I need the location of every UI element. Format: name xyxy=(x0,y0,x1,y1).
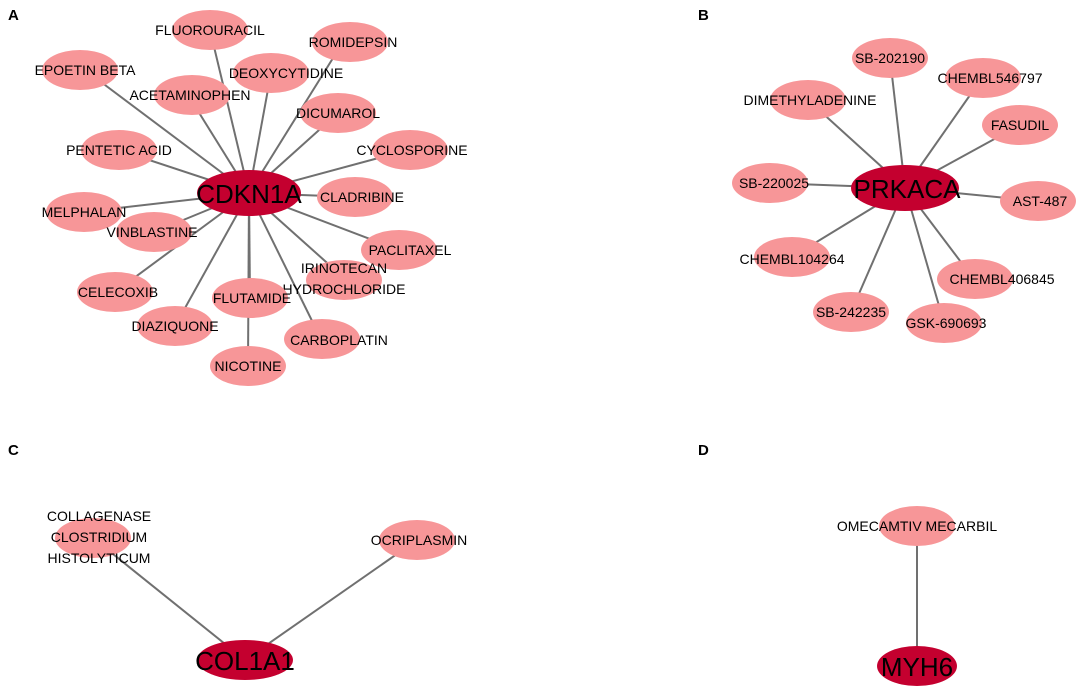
node-label-chembl546797: CHEMBL546797 xyxy=(937,70,1042,86)
node-label-deoxycytidine: DEOXYCYTIDINE xyxy=(229,65,343,81)
node-fluorouracil xyxy=(172,10,248,50)
node-label-chembl104264: CHEMBL104264 xyxy=(739,251,844,267)
panel-c-edges xyxy=(92,537,418,661)
node-label-irinotecan-line1: IRINOTECAN xyxy=(301,260,387,276)
node-label-sb220025: SB-220025 xyxy=(739,175,809,191)
node-label-sb242235: SB-242235 xyxy=(816,304,886,320)
edge-a-fluorouracil xyxy=(209,29,250,194)
hub-node-cdkn1a xyxy=(197,170,301,216)
node-label-melphalan: MELPHALAN xyxy=(42,204,127,220)
panel-d-nodes: OMECAMTIV MECARBIL MYH6 xyxy=(837,506,997,686)
node-label-diaziquone: DIAZIQUONE xyxy=(131,318,218,334)
panel-b: B SB-202190 CHEMBL546797 DIMETHYLADENINE… xyxy=(698,7,1076,343)
hub-label-col1a1: COL1A1 xyxy=(195,646,295,676)
node-carboplatin xyxy=(284,319,360,359)
node-dimethyladenine xyxy=(770,80,846,120)
node-label-romidepsin: ROMIDEPSIN xyxy=(309,34,398,50)
node-paclitaxel xyxy=(361,230,437,270)
edge-c-collagenase xyxy=(92,537,246,661)
node-romidepsin xyxy=(312,22,388,62)
node-omecamtiv xyxy=(879,506,955,546)
node-dicumarol xyxy=(300,93,376,133)
node-label-chembl406845: CHEMBL406845 xyxy=(949,271,1054,287)
node-label-vinblastine: VINBLASTINE xyxy=(106,224,197,240)
node-label-omecamtiv: OMECAMTIV MECARBIL xyxy=(837,518,997,534)
edge-a-romidepsin xyxy=(248,41,344,194)
node-label-ast487: AST-487 xyxy=(1013,193,1068,209)
panel-label-a: A xyxy=(8,7,19,24)
hub-label-cdkn1a: CDKN1A xyxy=(196,179,302,209)
node-pentetic-acid xyxy=(81,130,157,170)
panel-a-nodes: FLUOROURACIL ROMIDEPSIN EPOETIN BETA DEO… xyxy=(35,10,468,386)
panel-a: A FLUOROURACIL ROMIDEPSIN xyxy=(8,7,468,386)
node-acetaminophen xyxy=(154,75,230,115)
edge-a-epoetin-beta xyxy=(84,69,250,194)
node-label-collagenase-line3: HISTOLYTICUM xyxy=(48,550,151,566)
node-label-fluorouracil: FLUOROURACIL xyxy=(155,22,265,38)
node-label-ocriplasmin: OCRIPLASMIN xyxy=(371,532,467,548)
node-diaziquone xyxy=(137,306,213,346)
panel-label-c: C xyxy=(8,442,19,459)
node-irinotecan xyxy=(306,260,382,300)
panel-label-d: D xyxy=(698,442,709,459)
node-label-pentetic-acid: PENTETIC ACID xyxy=(66,142,172,158)
node-epoetin-beta xyxy=(42,50,118,90)
node-label-carboplatin: CARBOPLATIN xyxy=(290,332,388,348)
node-label-dicumarol: DICUMAROL xyxy=(296,105,380,121)
node-label-dimethyladenine: DIMETHYLADENINE xyxy=(743,92,876,108)
node-nicotine xyxy=(210,346,286,386)
node-sb202190 xyxy=(852,38,928,78)
node-chembl406845 xyxy=(937,259,1013,299)
node-flutamide xyxy=(212,278,288,318)
hub-node-myh6 xyxy=(877,646,957,686)
hub-label-myh6: MYH6 xyxy=(881,652,953,682)
node-sb242235 xyxy=(813,292,889,332)
node-label-collagenase-line1: COLLAGENASE xyxy=(47,508,151,524)
node-label-paclitaxel: PACLITAXEL xyxy=(369,242,452,258)
panel-label-b: B xyxy=(698,7,709,24)
node-deoxycytidine xyxy=(233,53,309,93)
node-label-cyclosporine: CYCLOSPORINE xyxy=(356,142,467,158)
panel-c-nodes: COLLAGENASE CLOSTRIDIUM HISTOLYTICUM OCR… xyxy=(47,508,467,680)
edge-a-carboplatin xyxy=(248,192,321,338)
node-celecoxib xyxy=(77,272,153,312)
node-label-fasudil: FASUDIL xyxy=(991,117,1050,133)
node-label-acetaminophen: ACETAMINOPHEN xyxy=(129,87,250,103)
node-label-epoetin-beta: EPOETIN BETA xyxy=(35,62,137,78)
node-label-flutamide: FLUTAMIDE xyxy=(213,290,291,306)
node-ocriplasmin xyxy=(379,520,455,560)
node-label-collagenase-line2: CLOSTRIDIUM xyxy=(51,529,147,545)
hub-label-prkaca: PRKACA xyxy=(854,174,962,204)
panel-d: D OMECAMTIV MECARBIL MYH6 xyxy=(698,442,997,686)
edge-c-ocriplasmin xyxy=(244,539,418,661)
node-gsk690693 xyxy=(906,303,982,343)
hub-node-prkaca xyxy=(851,165,959,211)
node-label-sb202190: SB-202190 xyxy=(855,50,925,66)
panel-b-nodes: SB-202190 CHEMBL546797 DIMETHYLADENINE F… xyxy=(732,38,1076,343)
node-cladribine xyxy=(317,177,393,217)
node-chembl104264 xyxy=(754,237,830,277)
node-melphalan xyxy=(46,192,122,232)
node-fasudil xyxy=(982,105,1058,145)
node-sb220025 xyxy=(732,163,808,203)
panel-c: C COLLAGENASE CLOSTRIDIUM HISTOLYTICUM O… xyxy=(8,442,467,680)
node-ast487 xyxy=(1000,181,1076,221)
node-vinblastine xyxy=(116,212,192,252)
node-label-celecoxib: CELECOXIB xyxy=(78,284,158,300)
node-label-nicotine: NICOTINE xyxy=(215,358,282,374)
hub-node-col1a1 xyxy=(197,640,293,680)
node-chembl546797 xyxy=(945,58,1021,98)
node-label-irinotecan-line2: HYDROCHLORIDE xyxy=(283,281,406,297)
node-label-gsk690693: GSK-690693 xyxy=(906,315,987,331)
node-collagenase xyxy=(55,518,131,558)
node-label-cladribine: CLADRIBINE xyxy=(320,189,404,205)
node-cyclosporine xyxy=(372,130,448,170)
